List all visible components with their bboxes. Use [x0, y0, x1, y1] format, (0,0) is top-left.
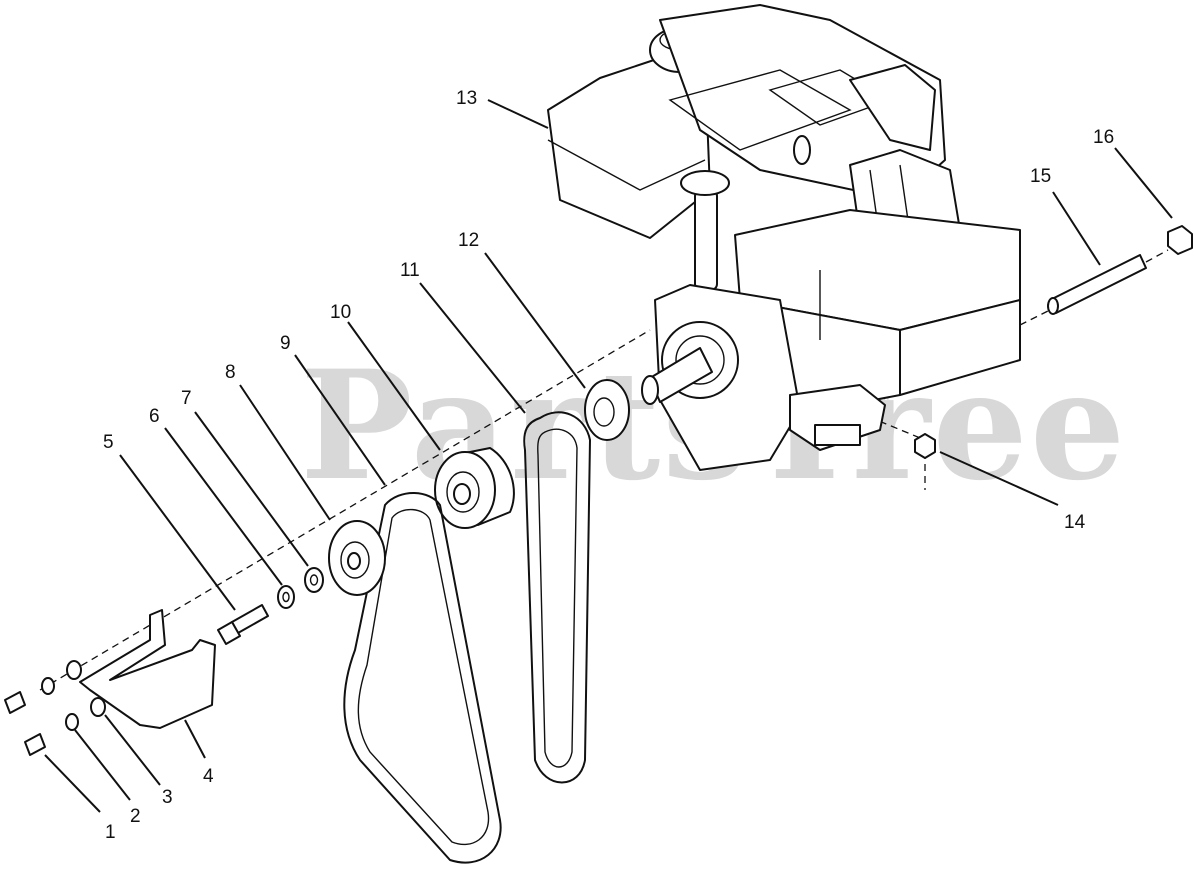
idler-pulley-hub	[593, 397, 615, 427]
shoulder-bolt	[217, 604, 269, 645]
callout-8: 8	[225, 362, 236, 383]
callout-10: 10	[330, 302, 351, 323]
callout-11: 11	[400, 260, 420, 281]
callout-7: 7	[181, 388, 192, 409]
callout-1: 1	[105, 822, 116, 843]
leader-10	[347, 321, 441, 451]
washer-7-hole	[309, 574, 319, 586]
spacer-axis-left	[1019, 309, 1051, 326]
leader-3	[104, 714, 161, 786]
leader-2	[74, 729, 131, 801]
guide-pulley-bore	[347, 552, 361, 570]
callout-12: 12	[458, 230, 479, 251]
flat-washer-3	[90, 697, 106, 717]
fuel-tank-seam	[547, 139, 706, 191]
callout-15: 15	[1030, 166, 1051, 187]
idler-pulley	[584, 379, 630, 441]
callout-4: 4	[203, 766, 214, 787]
shaft-axis-line	[39, 329, 651, 691]
shoulder-bolt-shank	[231, 604, 269, 634]
callout-6: 6	[149, 406, 160, 427]
mount-bracket	[789, 384, 886, 451]
leader-5	[119, 454, 236, 611]
callout-2: 2	[130, 806, 141, 827]
drive-pulley	[434, 447, 515, 529]
engine-plate	[668, 69, 852, 151]
primer-knob	[680, 170, 730, 196]
callout-3: 3	[162, 787, 173, 808]
spacer-axis-line	[1145, 249, 1169, 263]
idler-pulley-body	[584, 379, 630, 441]
spacer-tube	[1047, 254, 1147, 315]
belt-guide-bracket-body	[79, 609, 216, 729]
gearbox-bearing	[675, 335, 725, 385]
auger-belt-inner	[537, 428, 578, 768]
leader-12	[484, 252, 586, 389]
leader-8	[239, 384, 331, 521]
traction-belt	[343, 492, 502, 864]
lock-washer-6	[277, 585, 295, 609]
leader-15	[1052, 191, 1101, 266]
callout-5: 5	[103, 432, 114, 453]
lock-washer-upper	[41, 677, 55, 695]
drive-pulley-groove	[446, 471, 480, 513]
leader-14	[939, 451, 1059, 506]
crankcase-side	[899, 299, 1021, 396]
spacer-tube-end	[1047, 297, 1059, 315]
callout-14: 14	[1064, 512, 1086, 533]
leader-7	[194, 411, 309, 567]
auger-belt	[523, 411, 591, 784]
shoulder-bolt-head	[217, 621, 241, 645]
shroud-vent	[849, 64, 936, 151]
traction-belt-inner	[357, 508, 490, 846]
leader-16	[1114, 147, 1173, 219]
drive-shaft-end	[641, 375, 659, 405]
engine-assembly	[547, 4, 1021, 471]
cap-nut	[1167, 225, 1193, 255]
guide-pulley	[328, 520, 386, 596]
leader-1	[44, 754, 101, 813]
flat-washer-upper	[66, 660, 82, 680]
leader-6	[164, 427, 283, 586]
lock-washer-6-hole	[282, 591, 290, 603]
guide-pulley-hub	[340, 541, 370, 579]
callouts: 1 2 3 4 5 6 7 8 9 10 11 12 13 14 15 16	[103, 88, 1114, 843]
engine-top-block	[659, 4, 946, 201]
callout-9: 9	[280, 333, 291, 354]
belt-guide-bracket	[79, 609, 216, 729]
primer-stem	[694, 189, 718, 291]
lock-washer-2	[65, 713, 79, 731]
leader-11	[419, 282, 526, 414]
screw-upper	[4, 691, 26, 714]
cap-nut-body	[1167, 225, 1193, 255]
callout-13: 13	[456, 88, 477, 109]
flange-nut	[914, 433, 936, 459]
control-post	[793, 135, 811, 165]
callout-16: 16	[1093, 127, 1114, 148]
flange-nut-body	[914, 433, 936, 459]
leader-lines	[44, 99, 1173, 813]
washer-7	[304, 567, 324, 593]
mount-tab	[814, 424, 861, 446]
leader-4	[184, 719, 206, 759]
leader-13	[487, 99, 549, 129]
screw-1	[24, 733, 46, 756]
drive-pulley-hub	[453, 483, 471, 505]
leader-9	[294, 354, 386, 486]
